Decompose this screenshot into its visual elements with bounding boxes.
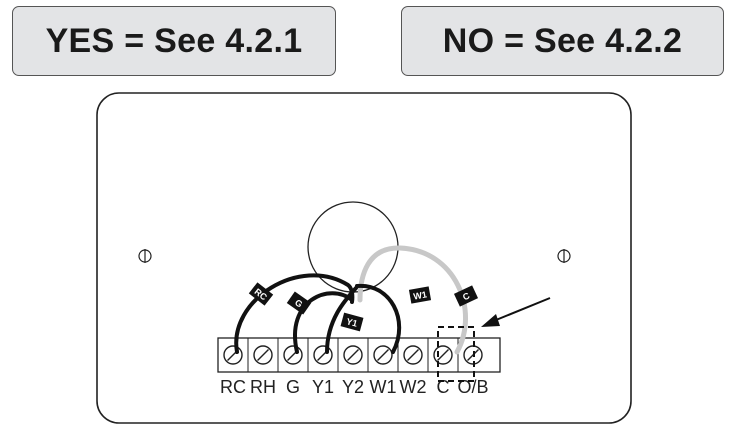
terminal-screw-w1-icon [373,345,393,365]
svg-text:Y1: Y1 [345,316,358,329]
pointer-arrow [495,297,551,321]
w1-wire-tag: W1 [408,286,432,304]
terminal-screw-rh-icon [253,345,273,365]
c-terminal-highlight [437,326,475,382]
terminal-label-o-b: O/B [457,377,488,397]
terminal-label-rc: RC [220,377,246,397]
g-wire [293,291,354,354]
yes-button[interactable]: YES = See 4.2.1 [12,6,336,76]
terminal-screw-c-icon [433,345,453,365]
terminal-label-w2: W2 [400,377,427,397]
arrow-head-icon [481,314,500,327]
svg-text:W1: W1 [413,289,428,301]
svg-text:C: C [461,290,472,302]
svg-text:G: G [293,297,304,309]
wall-plate [96,92,632,424]
rc-wire-tag: RC [248,282,274,306]
terminal-screw-y1-icon [313,345,333,365]
terminal-screw-y2-icon [343,345,363,365]
w1-wire [355,283,402,354]
c-wire-tag: C [453,285,479,307]
no-button[interactable]: NO = See 4.2.2 [401,6,724,76]
terminal-screw-w2-icon [403,345,423,365]
terminal-label-w1: W1 [370,377,397,397]
g-wire-tag: G [286,291,312,315]
terminal-label-y1: Y1 [312,377,334,397]
right-mounting-screw-icon [557,249,571,263]
terminal-label-g: G [286,377,300,397]
terminal-label-y2: Y2 [342,377,364,397]
terminal-screw-g-icon [283,345,303,365]
terminal-screw-rc-icon [223,345,243,365]
terminal-label-rh: RH [250,377,276,397]
y1-wire [325,286,358,354]
c-wire [357,245,468,355]
y1-wire-tag: Y1 [340,312,364,332]
left-mounting-screw-icon [138,249,152,263]
